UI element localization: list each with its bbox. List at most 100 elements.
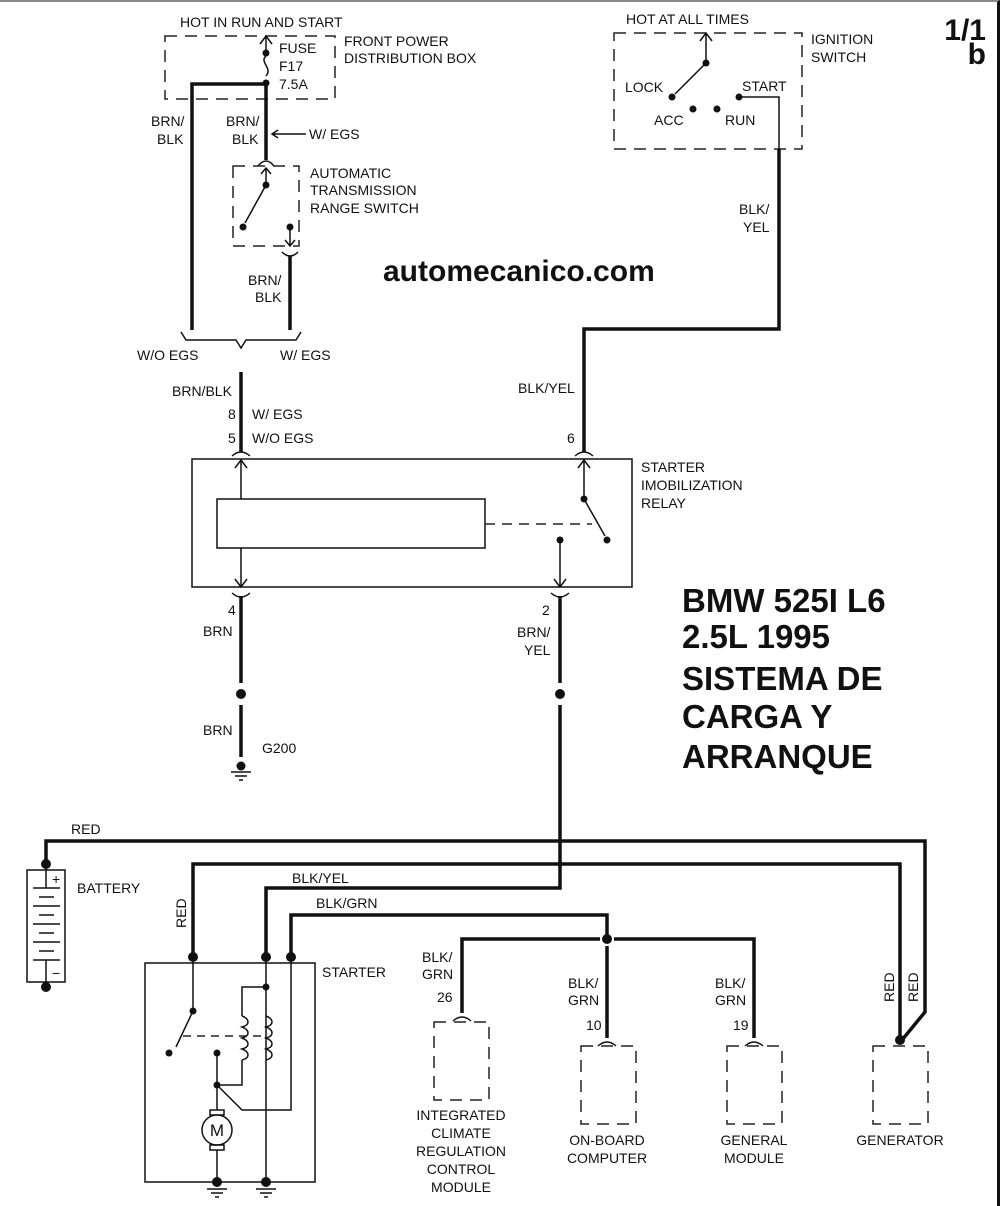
range-switch-name-2: TRANSMISSION (310, 182, 417, 198)
fuse-input-arrow-icon (259, 34, 273, 50)
obc-outline (580, 1045, 637, 1125)
obc-wire-label-1: BLK/ (568, 975, 598, 991)
wire-red-starter-to-generator (191, 862, 902, 1040)
wire-label-left-2: BLK (157, 131, 184, 147)
starter-pull-in-feed (241, 986, 266, 1016)
range-switch-outline (232, 165, 300, 247)
starter-red-label: RED (173, 898, 189, 928)
ign-out-label-2: YEL (743, 219, 770, 235)
pull-in-coil-icon (239, 1015, 249, 1061)
title-line-3: SISTEMA DE (682, 660, 882, 697)
motor-label: M (210, 1121, 224, 1140)
relay-pin-6: 6 (567, 430, 575, 446)
gm-name-2: MODULE (724, 1150, 784, 1166)
climate-name-5: MODULE (431, 1179, 491, 1195)
fuse-box-outline (164, 35, 336, 100)
ignition-switch-outline (613, 32, 803, 150)
battery-name: BATTERY (77, 880, 141, 896)
starter-outline (144, 962, 316, 1183)
range-switch-connector-in (257, 160, 275, 167)
ignition-contact-lock (668, 93, 676, 101)
title-line-5: ARRANQUE (682, 738, 873, 775)
gm-pin: 19 (733, 1017, 749, 1033)
gm-wire-label-2: GRN (715, 992, 746, 1008)
motor-brush-bottom (209, 1144, 225, 1151)
ignition-pos-lock: LOCK (625, 79, 664, 95)
split-w-egs-label: W/ EGS (280, 347, 331, 363)
wire-label-right-2: BLK (232, 131, 259, 147)
ground-wire-color-label: BRN (203, 722, 233, 738)
generator: RED RED GENERATOR (856, 972, 943, 1148)
gm-wire-label-1: BLK/ (715, 975, 745, 991)
gm-outline (726, 1045, 783, 1125)
battery-minus-sign: − (52, 965, 60, 981)
starter: STARTER M (144, 952, 386, 1198)
split-wo-egs-label: W/O EGS (137, 347, 198, 363)
relay-name-3: RELAY (641, 495, 687, 511)
fuse-box-supply-note: HOT IN RUN AND START (180, 14, 343, 30)
fuse-label: FUSE (279, 40, 316, 56)
starter-ground-terminal-a (212, 1177, 222, 1187)
ignition-pos-acc: ACC (654, 112, 684, 128)
fuse-box-name-2: DISTRIBUTION BOX (344, 50, 477, 66)
relay-pin-8-note: W/ EGS (252, 406, 303, 422)
relay-4-color-label: BRN (203, 623, 233, 639)
wire-label-right-1: BRN/ (226, 113, 260, 129)
range-switch-name-1: AUTOMATIC (310, 165, 391, 181)
wire-label-left-1: BRN/ (151, 113, 185, 129)
ignition-contact-run (713, 105, 721, 113)
range-switch-blade (244, 184, 267, 224)
relay-connector-5-8 (231, 451, 251, 457)
range-switch-connector-out (281, 251, 299, 257)
title-line-4: CARGA Y (682, 698, 832, 735)
relay-switch-in-arrow-icon (577, 458, 591, 499)
w-egs-arrow-icon (270, 129, 306, 139)
starter-name: STARTER (322, 964, 386, 980)
range-out-label-1: BRN/ (248, 272, 282, 288)
climate-name-3: REGULATION (416, 1143, 506, 1159)
splice-blk-grn (602, 934, 612, 944)
starter-switch-contact (165, 1049, 173, 1057)
relay-pin-5-note: W/O EGS (252, 430, 313, 446)
ignition-pos-start: START (742, 78, 787, 94)
relay-switch-blade (583, 498, 606, 537)
fuse-number: F17 (279, 58, 303, 74)
relay-6-color-label: BLK/YEL (518, 380, 575, 396)
range-switch-out-arrow-icon (284, 227, 296, 248)
fuse-icon (263, 55, 269, 77)
w-egs-arrow-label: W/ EGS (309, 126, 360, 142)
page-sub: b (968, 38, 986, 71)
climate-wire-label-1: BLK/ (422, 949, 452, 965)
starter-ground-terminal-b (261, 1177, 271, 1187)
relay-2-color-label-1: BRN/ (517, 624, 551, 640)
relay-coil (216, 498, 486, 549)
obc-wire-label-2: GRN (568, 992, 599, 1008)
gen-red-label-a: RED (881, 972, 897, 1002)
wire-blk-grn-to-splice (289, 913, 609, 956)
climate-control-module: BLK/ GRN 26 INTEGRATED CLIMATE REGULATIO… (416, 949, 506, 1195)
page-number: 1/1 (944, 14, 986, 47)
relay-pin-2: 2 (542, 602, 550, 618)
diagram-title: BMW 525I L6 2.5L 1995 SISTEMA DE CARGA Y… (682, 582, 886, 775)
starter-ground-icon-b (256, 1188, 276, 1198)
watermark: automecanico.com (383, 255, 655, 288)
climate-pin: 26 (437, 989, 453, 1005)
climate-module-outline (433, 1021, 490, 1101)
climate-name-1: INTEGRATED (416, 1107, 505, 1123)
fuse-rating: 7.5A (279, 76, 308, 92)
title-line-2: 2.5L 1995 (682, 618, 830, 655)
relay-outline (191, 458, 633, 588)
hold-in-coil-icon (263, 1015, 273, 1061)
wire-ignition-start-internal (739, 96, 780, 149)
climate-wire-label-2: GRN (422, 966, 453, 982)
ignition-in-arrow-icon (699, 31, 713, 63)
relay-connector-6 (574, 451, 594, 457)
wire-ignition-to-relay (582, 149, 781, 452)
wire-red-battery-to-generator (44, 839, 927, 1042)
battery-plus-sign: + (52, 871, 60, 887)
relay-out-arrow-icon (234, 548, 248, 589)
splice-relay-4 (236, 689, 246, 699)
obc-name-1: ON-BOARD (569, 1132, 644, 1148)
ignition-switch-name-2: SWITCH (811, 49, 866, 65)
